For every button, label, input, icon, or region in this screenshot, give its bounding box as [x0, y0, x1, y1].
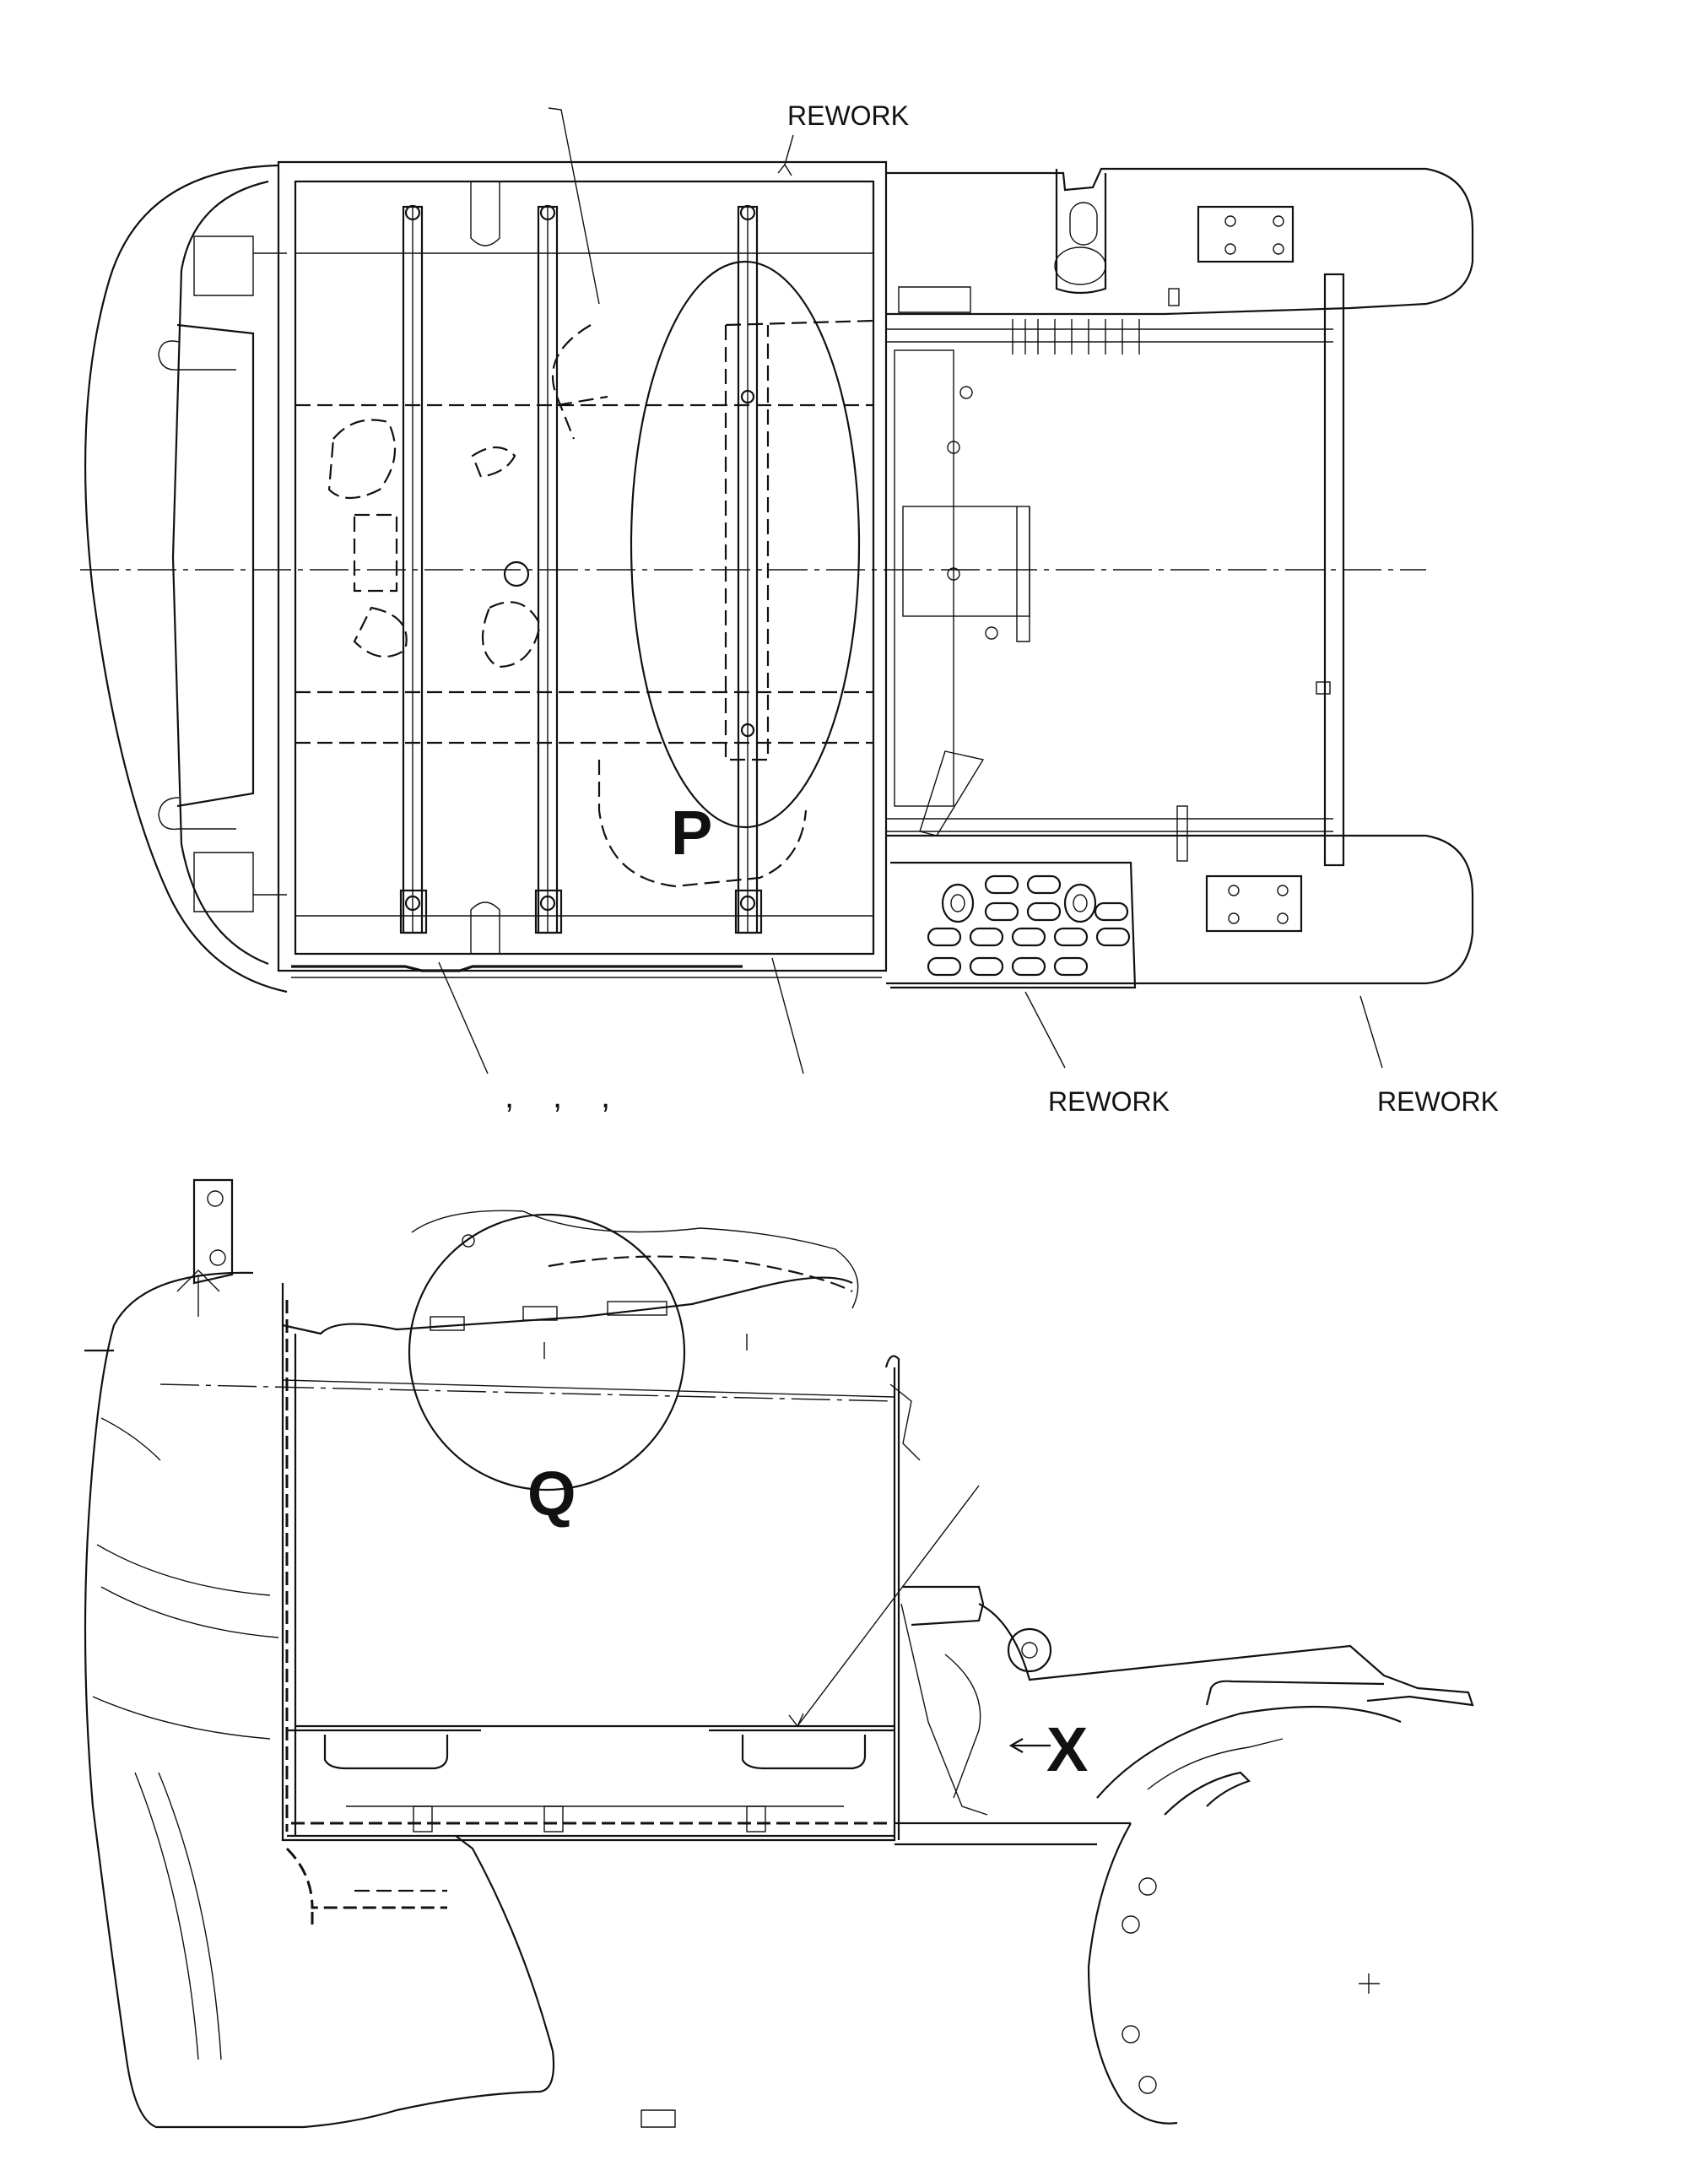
rework-label-top: REWORK [787, 100, 909, 131]
body-silhouette [84, 1271, 555, 2129]
front-bumper-profile [176, 323, 255, 808]
leader-top-left [548, 107, 600, 305]
leader-side [797, 1485, 980, 1727]
rear-frame [886, 167, 1474, 316]
rework-label-step: REWORK [1048, 1086, 1170, 1117]
comma-3: , [601, 1078, 610, 1115]
callout-q: Q [527, 1459, 576, 1529]
callout-x: X [1046, 1714, 1088, 1784]
leader-bars-left [438, 961, 489, 1075]
battery-box-outline [281, 1283, 896, 1842]
leader-fender-rework [1359, 995, 1383, 1069]
leader-bars-right [771, 957, 804, 1075]
rear-fender [978, 1603, 1474, 1707]
detail-q-harness [282, 1276, 853, 1335]
front-body-outline [84, 164, 288, 993]
detail-p-ellipse [630, 260, 861, 829]
top-view: REWORK REWORK REWORK P , , , [80, 100, 1499, 1117]
leader-step-rework [1024, 991, 1066, 1069]
front-body-inner [171, 180, 269, 966]
battery-plate-inner [294, 180, 875, 955]
side-view: Q X [84, 1178, 1474, 2129]
comma-1: , [505, 1078, 514, 1115]
battery-plate-outline [277, 160, 888, 972]
mount-bracket [192, 1178, 234, 1285]
callout-p: P [671, 798, 712, 868]
step-plate [890, 861, 1137, 989]
detail-q-circle [408, 1213, 686, 1491]
leader-rework-top [784, 134, 794, 165]
comma-2: , [553, 1078, 562, 1115]
rework-label-fender: REWORK [1377, 1086, 1499, 1117]
